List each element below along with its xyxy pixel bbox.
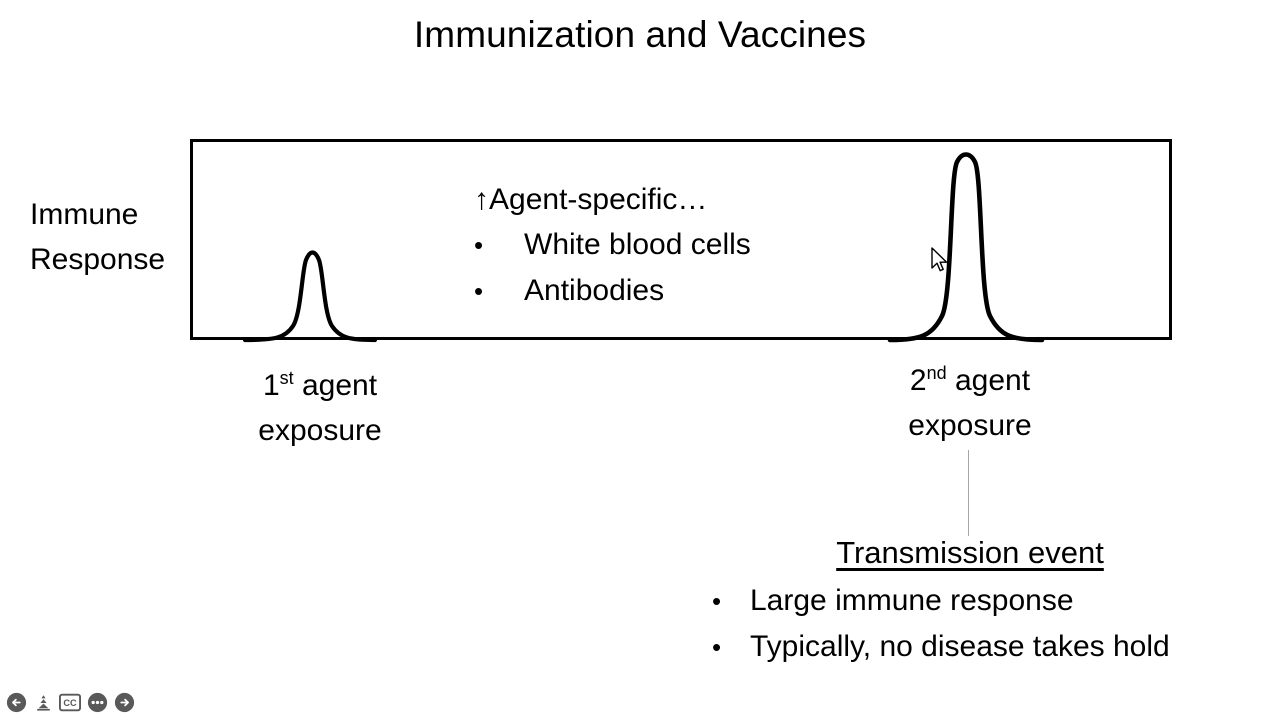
y-axis-label-line-2: Response [30, 243, 166, 276]
y-axis-label: Immune Response [30, 192, 190, 282]
more-options-button[interactable] [86, 691, 108, 713]
first-exposure-line-1: 1st agent [230, 363, 410, 408]
transmission-item-label: Typically, no disease takes hold [750, 630, 1170, 663]
first-exposure-word: agent [293, 369, 378, 402]
second-exposure-line-2: exposure [908, 409, 1032, 442]
page-title: Immunization and Vaccines [413, 14, 867, 55]
annotation-list-item: • White blood cells [474, 222, 874, 268]
second-exposure-number: 2 [909, 364, 927, 397]
more-dots-circle-icon [87, 692, 107, 712]
first-exposure-caption: 1st agent exposure [230, 363, 410, 453]
transmission-list-item: • Large immune response [712, 578, 1272, 624]
menu-layers-button[interactable] [32, 691, 54, 713]
previous-slide-button[interactable] [5, 691, 27, 713]
first-exposure-ordinal: st [279, 368, 294, 388]
player-controls-bar: CC [5, 689, 135, 715]
transmission-event-heading: Transmission event [650, 532, 1280, 574]
second-exposure-caption: 2nd agent exposure [880, 358, 1060, 448]
first-exposure-line-2: exposure [258, 414, 382, 447]
bullet-glyph-icon: • [474, 230, 484, 260]
transmission-event-list: • Large immune response • Typically, no … [712, 578, 1272, 670]
bullet-glyph-icon: • [474, 276, 484, 306]
next-slide-button[interactable] [113, 691, 135, 713]
y-axis-label-line-1: Immune [30, 198, 139, 231]
transmission-list-item: • Typically, no disease takes hold [712, 624, 1272, 670]
transmission-event-heading-text: Transmission event [836, 535, 1104, 570]
bullet-glyph-icon: • [712, 632, 722, 662]
arrow-right-circle-icon [114, 692, 134, 712]
second-exposure-ordinal: nd [926, 363, 947, 383]
second-exposure-word: agent [946, 364, 1031, 397]
arrow-left-circle-icon [6, 692, 26, 712]
cc-icon: CC [59, 693, 81, 711]
second-exposure-line-1: 2nd agent [880, 358, 1060, 403]
chart-plot-area [190, 139, 1172, 340]
svg-text:CC: CC [63, 698, 77, 708]
callout-connector-line [968, 450, 969, 536]
closed-captions-button[interactable]: CC [59, 691, 81, 713]
bullet-glyph-icon: • [712, 586, 722, 616]
annotation-heading: ↑Agent-specific… [474, 183, 708, 216]
annotation-list-item: • Antibodies [474, 268, 874, 314]
mouse-cursor-icon [931, 247, 948, 272]
annotation-item-label: White blood cells [524, 228, 751, 261]
chart-annotation-block: ↑Agent-specific… • White blood cells • A… [474, 178, 874, 314]
annotation-item-label: Antibodies [524, 274, 665, 307]
transmission-item-label: Large immune response [750, 584, 1074, 617]
first-exposure-number: 1 [262, 369, 280, 402]
layers-triangle-icon [36, 694, 50, 711]
